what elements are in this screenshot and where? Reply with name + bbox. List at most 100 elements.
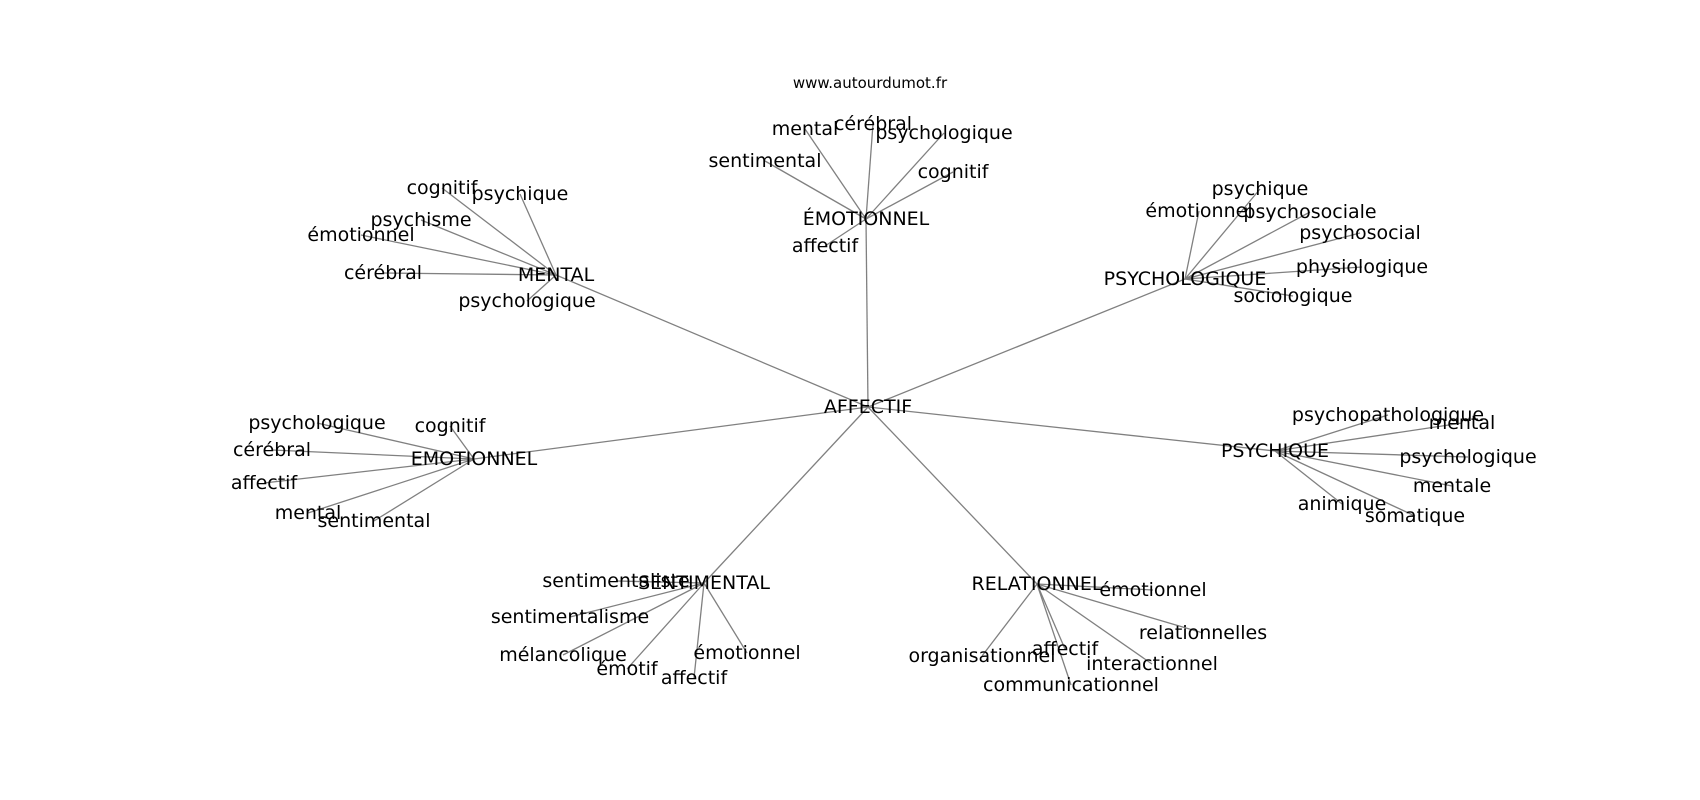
edge-psychologique-physiologique <box>1184 266 1363 280</box>
hub-node-relationnel: RELATIONNEL <box>972 573 1103 595</box>
leaf-node-psychique-mentale: mentale <box>1413 475 1491 497</box>
edge-relationnel-affectif <box>1036 583 1066 650</box>
edge-center-mental <box>555 274 869 408</box>
leaf-node-mental-psychologique: psychologique <box>458 290 595 312</box>
leaf-node-psychologique-psychosocial: psychosocial <box>1299 222 1421 244</box>
edge-relationnel-organisationnel <box>981 583 1038 657</box>
labels-layer: AFFECTIFÉMOTIONNELmentalcérébralpsycholo… <box>231 113 1537 696</box>
edge-psychologique-sociologique <box>1184 278 1294 297</box>
hub-node-emotionnel: EMOTIONNEL <box>411 448 538 470</box>
leaf-node-sentimental-affectif: affectif <box>661 667 729 689</box>
edge-sentimental-sentimentalisme <box>569 582 705 618</box>
leaf-node-emotionnel-affectif: affectif <box>231 472 299 494</box>
leaf-node-psychologique-sociologique: sociologique <box>1234 285 1353 307</box>
edge-emotionnel-sentimental <box>764 160 867 220</box>
leaf-node-psychologique-psychosociale: psychosociale <box>1243 201 1376 223</box>
leaf-node-emotionnel-affectif: affectif <box>792 235 860 257</box>
edge-psychique-psychopathologique <box>1274 414 1389 452</box>
leaf-node-emotionnel-cognitif: cognitif <box>918 161 990 183</box>
edge-emotionnel-cognitif <box>865 171 954 220</box>
edge-sentimental-emotionnel <box>703 582 748 654</box>
edge-relationnel-interactionnel <box>1036 583 1153 665</box>
edge-mental-emotionnel <box>360 234 557 276</box>
leaf-node-emotionnel-sentimental: sentimental <box>709 150 822 172</box>
leaf-node-emotionnel-mental: mental <box>772 118 839 140</box>
edge-emotionnel-mental <box>804 128 867 220</box>
leaf-node-emotionnel-cerebral: cérébral <box>233 439 311 461</box>
leaf-node-psychique-psychopathologique: psychopathologique <box>1292 404 1484 426</box>
leaf-node-emotionnel-sentimental: sentimental <box>318 510 431 532</box>
hub-node-emotionnel: ÉMOTIONNEL <box>803 207 930 230</box>
edge-mental-psychologique <box>526 274 557 302</box>
edge-psychique-mental <box>1274 422 1463 452</box>
leaf-node-sentimental-emotionnel: émotionnel <box>693 642 800 664</box>
edge-sentimental-melancolique <box>562 582 705 656</box>
edge-center-emotionnel <box>473 406 869 460</box>
edge-sentimental-affectif <box>693 582 705 679</box>
leaf-node-sentimental-sentimentaliste: sentimentaliste <box>542 570 689 592</box>
leaf-node-psychique-mental: mental <box>1429 412 1496 434</box>
hub-node-psychologique: PSYCHOLOGIQUE <box>1104 268 1267 290</box>
leaf-node-sentimental-sentimentalisme: sentimentalisme <box>491 606 649 628</box>
leaf-node-psychologique-physiologique: physiologique <box>1296 256 1428 278</box>
hub-node-psychique: PSYCHIQUE <box>1221 440 1329 462</box>
leaf-node-psychique-somatique: somatique <box>1365 505 1465 527</box>
edge-center-relationnel <box>867 406 1038 585</box>
leaf-node-mental-cerebral: cérébral <box>344 262 422 284</box>
leaf-node-relationnel-affectif: affectif <box>1032 638 1100 660</box>
leaf-node-relationnel-relationnelles: relationnelles <box>1139 622 1267 644</box>
leaf-node-psychologique-emotionnel: émotionnel <box>1145 200 1252 222</box>
edge-center-psychologique <box>867 278 1186 408</box>
edge-emotionnel-affectif <box>824 218 867 247</box>
edge-mental-psychique <box>519 193 557 276</box>
leaf-node-emotionnel-cognitif: cognitif <box>415 415 487 437</box>
leaf-node-relationnel-interactionnel: interactionnel <box>1086 653 1218 675</box>
leaf-node-psychique-animique: animique <box>1298 493 1387 515</box>
edge-psychologique-psychosociale <box>1184 211 1311 280</box>
edge-mental-cognitif <box>441 187 557 276</box>
edge-sentimental-sentimentaliste <box>615 580 705 584</box>
hub-node-mental: MENTAL <box>518 264 595 286</box>
leaf-node-psychologique-psychique: psychique <box>1212 178 1309 200</box>
edge-relationnel-relationnelles <box>1036 583 1204 634</box>
leaf-node-sentimental-emotif: émotif <box>596 658 659 680</box>
source-credit: www.autourdumot.fr <box>793 74 948 92</box>
edges-layer <box>263 123 1469 686</box>
edge-psychique-psychologique <box>1274 450 1469 458</box>
edge-emotionnel-affectif <box>263 458 475 484</box>
leaf-node-mental-cognitif: cognitif <box>407 177 479 199</box>
center-node-label: AFFECTIF <box>824 396 912 418</box>
edge-emotionnel-psychologique <box>865 132 945 220</box>
leaf-node-emotionnel-psychologique: psychologique <box>875 122 1012 144</box>
leaf-node-mental-psychisme: psychisme <box>370 209 471 231</box>
edge-psychologique-psychique <box>1184 188 1261 280</box>
edge-mental-cerebral <box>382 272 557 276</box>
hub-node-sentimental: SENTIMENTAL <box>638 572 770 594</box>
leaf-node-sentimental-melancolique: mélancolique <box>499 644 627 666</box>
edge-emotionnel-cognitif <box>449 425 475 460</box>
edge-emotionnel-mental <box>307 458 475 514</box>
leaf-node-mental-emotionnel: émotionnel <box>307 224 414 246</box>
leaf-node-relationnel-emotionnel: émotionnel <box>1099 579 1206 601</box>
edge-mental-psychisme <box>420 219 557 276</box>
edge-emotionnel-psychologique <box>316 422 475 460</box>
edge-center-psychique <box>867 406 1276 452</box>
edge-psychique-mentale <box>1274 450 1453 487</box>
leaf-node-relationnel-communicationnel: communicationnel <box>983 674 1159 696</box>
leaf-node-emotionnel-cerebral: cérébral <box>834 113 912 135</box>
leaf-node-relationnel-organisationnel: organisationnel <box>908 645 1055 667</box>
edge-relationnel-emotionnel <box>1036 583 1154 591</box>
leaf-node-emotionnel-mental: mental <box>275 502 342 524</box>
edge-sentimental-emotif <box>626 582 705 670</box>
edge-psychologique-emotionnel <box>1184 210 1200 280</box>
leaf-node-psychique-psychologique: psychologique <box>1399 446 1536 468</box>
edge-emotionnel-sentimental <box>373 458 475 522</box>
edge-psychologique-psychosocial <box>1184 232 1361 280</box>
leaf-node-mental-psychique: psychique <box>472 183 569 205</box>
edge-psychique-somatique <box>1274 450 1416 517</box>
edge-psychique-animique <box>1274 450 1343 505</box>
edge-center-sentimental <box>703 406 869 584</box>
edge-center-emotionnel <box>865 218 869 408</box>
